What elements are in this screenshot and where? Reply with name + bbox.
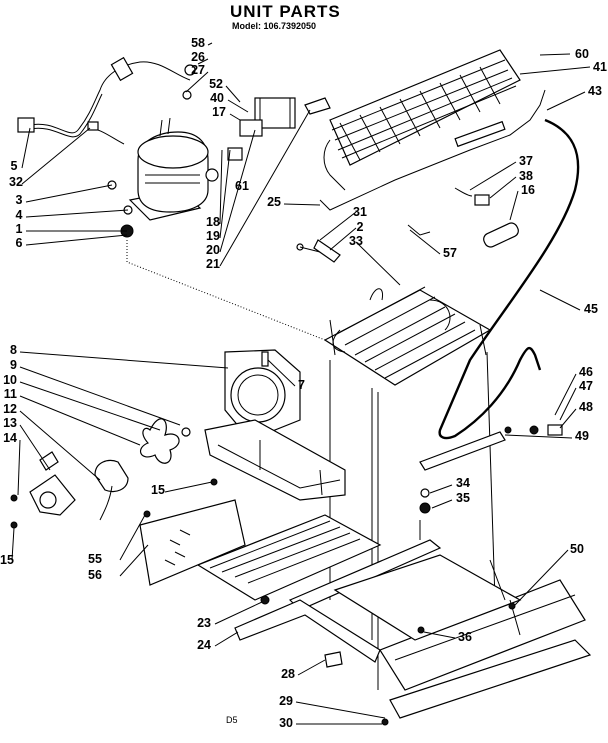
callout-31: 31 — [353, 205, 367, 219]
callout-30: 30 — [279, 716, 293, 730]
callout-4: 4 — [16, 208, 23, 222]
base-frame-illustration — [234, 539, 592, 726]
callout-52: 52 — [209, 77, 223, 91]
shield-panel-illustration — [139, 478, 246, 586]
callout-23: 23 — [197, 616, 211, 630]
grille-pad-illustration — [196, 514, 382, 605]
callout-13: 13 — [3, 416, 17, 430]
diagram-code: D5 — [226, 715, 238, 725]
callout-37: 37 — [519, 154, 533, 168]
callout-33: 33 — [349, 234, 363, 248]
callout-1: 1 — [16, 222, 23, 236]
fan-motor-illustration — [10, 418, 191, 529]
callout-35: 35 — [456, 491, 470, 505]
callout-43: 43 — [588, 84, 602, 98]
compressor-illustration — [107, 117, 219, 238]
callout-28: 28 — [281, 667, 295, 681]
callout-57: 57 — [443, 246, 457, 260]
callout-45: 45 — [584, 302, 598, 316]
callout-46: 46 — [579, 365, 593, 379]
callout-20: 20 — [206, 243, 220, 257]
model-number: Model: 106.7392050 — [232, 21, 316, 31]
callout-34: 34 — [456, 476, 470, 490]
drier-illustration — [296, 187, 519, 263]
evaporator-coil-illustration — [323, 286, 492, 386]
callout-58: 58 — [191, 36, 205, 50]
callout-21: 21 — [206, 257, 220, 271]
callout-3: 3 — [16, 193, 23, 207]
callout-19: 19 — [206, 229, 220, 243]
condenser-coil-illustration — [319, 49, 546, 211]
callout-10: 10 — [3, 373, 17, 387]
callout-47: 47 — [579, 379, 593, 393]
callout-41: 41 — [593, 60, 607, 74]
drain-trough-illustration — [419, 424, 563, 514]
callout-16: 16 — [521, 183, 535, 197]
callout-29: 29 — [279, 694, 293, 708]
callout-49: 49 — [575, 429, 589, 443]
callout-32: 32 — [9, 175, 23, 189]
callout-2: 2 — [357, 220, 364, 234]
callout-5: 5 — [11, 159, 18, 173]
callout-48: 48 — [579, 400, 593, 414]
callout-14: 14 — [3, 431, 17, 445]
callout-15: 15 — [0, 553, 14, 567]
callout-9: 9 — [10, 358, 17, 372]
callout-36: 36 — [458, 630, 472, 644]
callout-26: 26 — [191, 50, 205, 64]
callout-labels: 5826275240176041435323416611819202125312… — [0, 36, 607, 730]
callout-6: 6 — [16, 236, 23, 250]
callout-8: 8 — [10, 343, 17, 357]
relay-overload-illustration — [182, 64, 331, 161]
callout-24: 24 — [197, 638, 211, 652]
callout-27: 27 — [191, 63, 205, 77]
callout-11: 11 — [4, 387, 17, 401]
power-cord-illustration — [17, 56, 191, 145]
callout-56: 56 — [88, 568, 102, 582]
callout-25: 25 — [267, 195, 281, 209]
callout-18: 18 — [206, 215, 220, 229]
callout-40: 40 — [210, 91, 224, 105]
callout-38: 38 — [519, 169, 533, 183]
callout-55: 55 — [88, 552, 102, 566]
fan-shroud-illustration — [204, 349, 346, 501]
capillary-tube-line — [438, 118, 580, 440]
leader-lines — [11, 42, 591, 725]
callout-50: 50 — [570, 542, 584, 556]
diagram-title: UNIT PARTS — [230, 2, 341, 21]
callout-7: 7 — [298, 378, 305, 392]
callout-60: 60 — [575, 47, 589, 61]
callout-17: 17 — [212, 105, 226, 119]
callout-15: 15 — [151, 483, 165, 497]
callout-12: 12 — [3, 402, 17, 416]
callout-61: 61 — [235, 179, 249, 193]
